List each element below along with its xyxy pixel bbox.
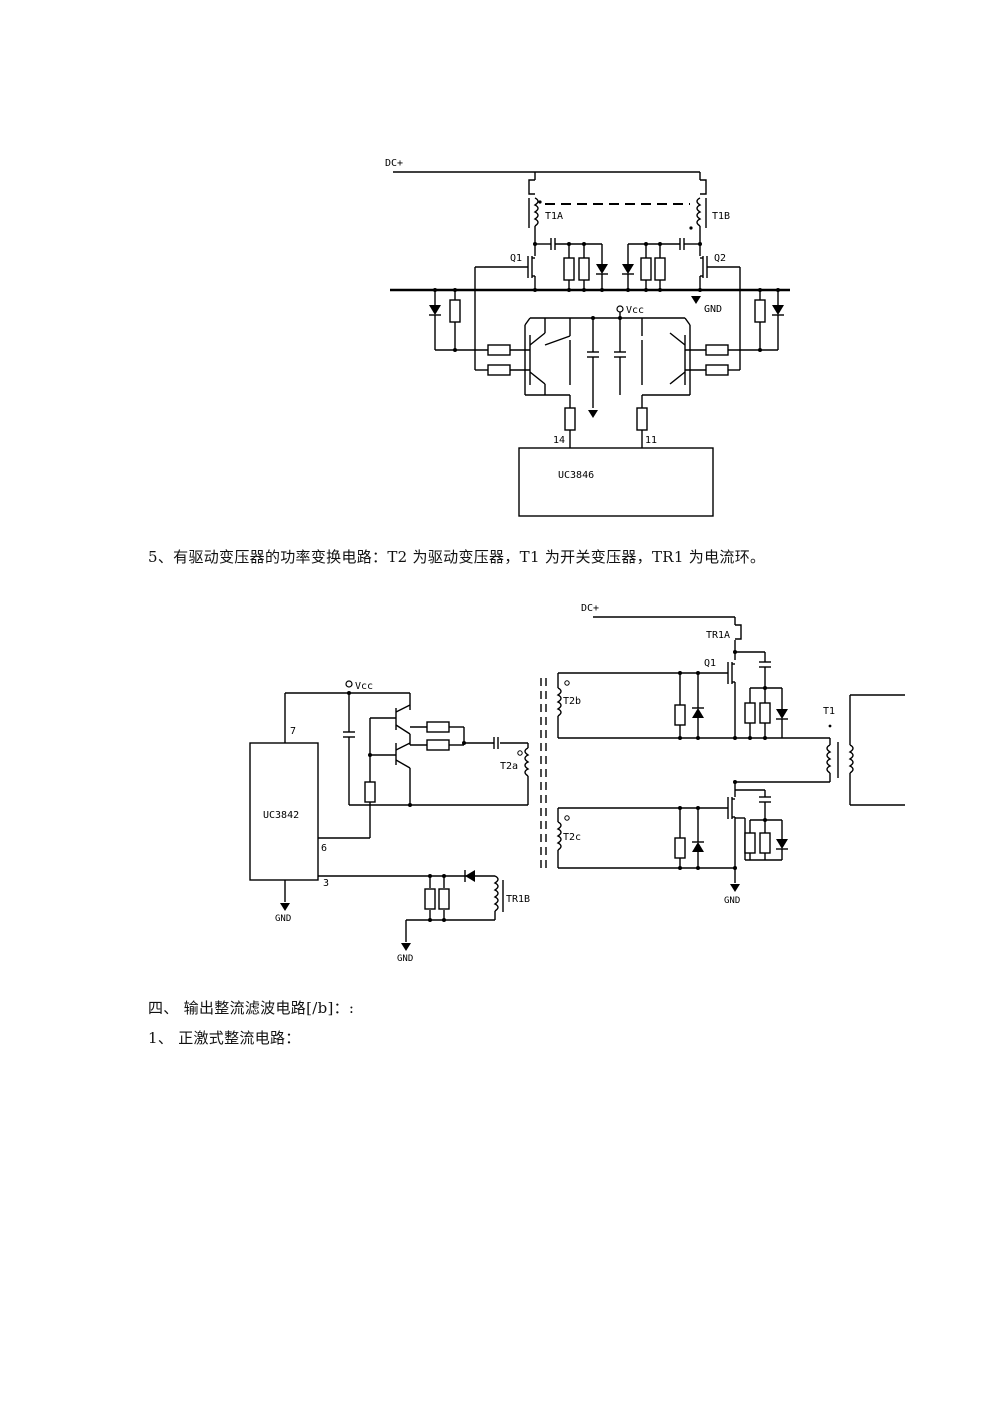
fig1-ic-label: UC3846 (558, 470, 594, 481)
fig2-q1-label: Q1 (704, 658, 716, 669)
fig2-vcc-label: Vcc (355, 681, 373, 692)
fig2-pin6-label: 6 (321, 843, 327, 854)
heading-section-4: 四、 输出整流滤波电路[/b]：: (148, 999, 355, 1017)
fig1-dc-plus-label: DC+ (385, 158, 403, 169)
fig2-t2a-label: T2a (500, 761, 518, 772)
fig1-pin11-label: 11 (645, 435, 657, 446)
fig2-t2c-label: T2c (563, 832, 581, 843)
fig2-ic-label: UC3842 (263, 810, 299, 821)
fig2-gnd-sense-label: GND (397, 954, 413, 964)
fig1-t1a-label: T1A (545, 211, 563, 222)
fig2-dc-plus-label: DC+ (581, 603, 599, 614)
fig2-t2b-label: T2b (563, 696, 581, 707)
fig2-pin7-label: 7 (290, 726, 296, 737)
fig1-q1-label: Q1 (510, 253, 522, 264)
fig2-tr1a-label: TR1A (706, 630, 730, 641)
fig2-tr1b-label: TR1B (506, 894, 530, 905)
fig1-q2-label: Q2 (714, 253, 726, 264)
fig2-gnd-mosfet-label: GND (724, 896, 740, 906)
fig1-gnd-label: GND (704, 304, 722, 315)
fig1-t1b-label: T1B (712, 211, 730, 222)
fig1-vcc-label: Vcc (626, 305, 644, 316)
heading-section-4-1: 1、 正激式整流电路： (148, 1029, 301, 1047)
fig2-pin3-label: 3 (323, 878, 329, 889)
fig2-t1-label: T1 (823, 706, 835, 717)
fig2-gnd-ic-label: GND (275, 914, 291, 924)
fig1-pin14-label: 14 (553, 435, 565, 446)
caption-section-5: 5、有驱动变压器的功率变换电路：T2 为驱动变压器，T1 为开关变压器，TR1 … (148, 548, 766, 566)
